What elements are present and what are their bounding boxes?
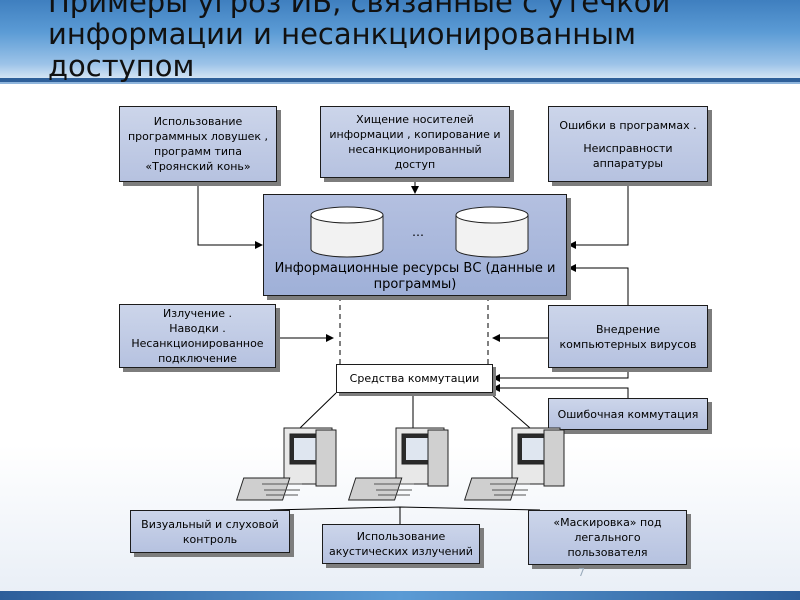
box-text: легального xyxy=(574,531,641,544)
box-text: аппаратуры xyxy=(592,156,664,170)
threat-acoustic: Использование акустических излучений xyxy=(322,524,480,564)
slide-title: Примеры угроз ИБ, связанные с утечкой ин… xyxy=(48,0,788,82)
box-text: компьютерных вирусов xyxy=(559,337,697,351)
box-text: Использование xyxy=(153,115,243,128)
box-text: программных ловушек , xyxy=(127,130,269,143)
threat-masking: «Маскировка» под легального пользователя xyxy=(528,510,687,565)
box-text: Ошибочная коммутация xyxy=(557,407,699,421)
title-line: доступом xyxy=(48,49,195,83)
resources-label-line: программы) xyxy=(373,277,457,292)
box-text: Визуальный и слуховой xyxy=(141,517,279,531)
resources-label: Информационные ресурсы ВС (данные и прог… xyxy=(264,261,566,293)
switching-equipment: Средства коммутации xyxy=(336,364,493,393)
box-text: Использование xyxy=(356,530,446,543)
box-text: контроль xyxy=(182,532,238,546)
box-text: Наводки . xyxy=(169,322,226,335)
ellipsis: … xyxy=(412,225,424,239)
computer-icon xyxy=(235,427,337,501)
header-band xyxy=(0,0,800,80)
computer-icon xyxy=(347,427,449,501)
database-icons xyxy=(310,206,529,258)
title-line: Примеры угроз ИБ, связанные с утечкой xyxy=(48,0,671,19)
box-text: Неисправности xyxy=(583,141,673,155)
box-text: Хищение носителей xyxy=(356,113,474,126)
footer-band xyxy=(0,591,800,600)
box-text: Излучение . xyxy=(163,307,232,320)
box-text: информации , копирование и xyxy=(329,128,501,141)
header-stripe xyxy=(0,78,800,82)
database-icon xyxy=(310,206,384,258)
threat-visual-control: Визуальный и слуховой контроль xyxy=(130,510,290,553)
threat-wrong-switching: Ошибочная коммутация xyxy=(548,398,708,430)
title-line: информации и несанкционированным xyxy=(48,17,636,51)
box-text: несанкционированный xyxy=(348,143,482,156)
threat-viruses: Внедрение компьютерных вирусов xyxy=(548,305,708,368)
box-text: «Маскировка» под xyxy=(553,516,662,529)
box-text: программ типа xyxy=(154,145,242,158)
header-stripe-light xyxy=(0,82,800,84)
resources-label-line: Информационные ресурсы ВС (данные и xyxy=(274,261,556,276)
box-text: акустических излучений xyxy=(329,545,473,558)
database-icon xyxy=(455,206,529,258)
threat-radiation: Излучение . Наводки . Несанкционированно… xyxy=(119,304,276,368)
threat-media-theft: Хищение носителей информации , копирован… xyxy=(320,106,510,178)
box-text: «Троянский конь» xyxy=(145,160,251,173)
box-text: пользователя xyxy=(567,546,648,559)
box-text: доступ xyxy=(394,158,436,171)
information-resources: … Информационные ресурсы ВС (данные и пр… xyxy=(263,194,567,296)
threat-software-errors: Ошибки в программах . Неисправности аппа… xyxy=(548,106,708,182)
page-number: 7 xyxy=(578,566,585,579)
box-text: подключение xyxy=(158,352,237,365)
threat-trojan: Использование программных ловушек , прог… xyxy=(119,106,277,182)
box-text: Внедрение xyxy=(596,322,660,336)
box-text: Ошибки в программах . xyxy=(559,118,697,132)
computer-icon xyxy=(463,427,565,501)
switching-label: Средства коммутации xyxy=(349,372,480,385)
box-text: Несанкционированное xyxy=(131,337,264,350)
